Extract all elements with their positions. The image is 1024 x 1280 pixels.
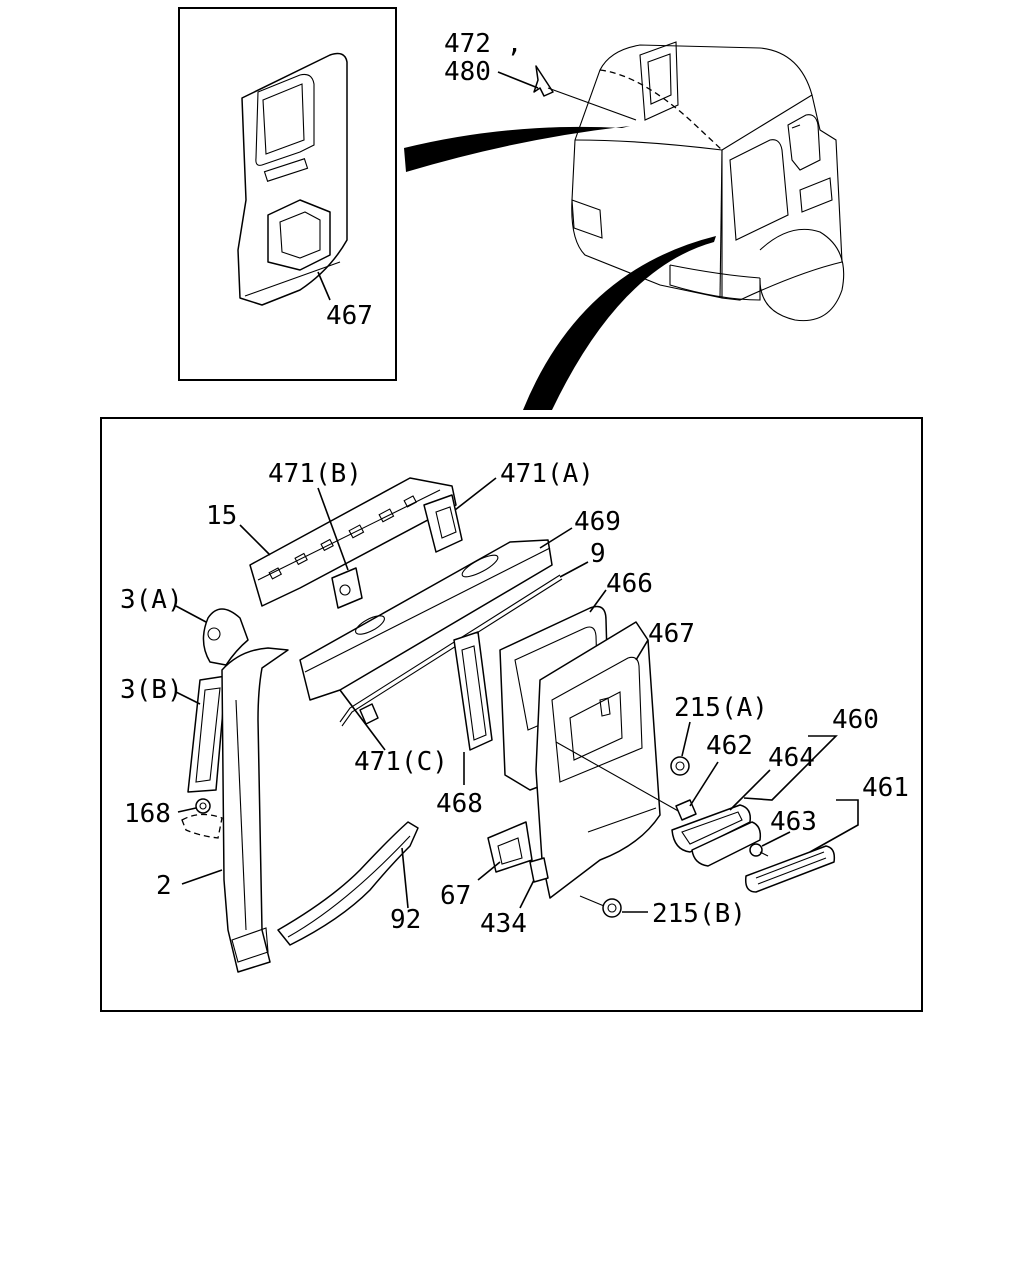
- leader-9: [559, 561, 589, 578]
- part-3a-gusset: [202, 608, 249, 666]
- leader-3b: [175, 691, 201, 705]
- part-471a-bracket: [423, 494, 463, 553]
- part-464-gasket: [671, 804, 762, 867]
- inset-frame: [178, 7, 397, 381]
- label-168: 168: [124, 799, 171, 829]
- leader-466: [589, 589, 607, 613]
- label-467-inset: 467: [326, 301, 373, 331]
- bracket-461: [809, 799, 859, 853]
- leader-3a: [175, 605, 207, 623]
- label-469: 469: [574, 507, 621, 537]
- label-460: 460: [832, 705, 879, 735]
- leader-92: [401, 847, 409, 909]
- label-9: 9: [590, 539, 606, 569]
- leader-467-inset: [317, 271, 331, 301]
- part-463-screw: [749, 843, 769, 857]
- label-463: 463: [770, 807, 817, 837]
- leader-434: [519, 879, 535, 909]
- leader-215b-part: [579, 895, 605, 907]
- leader-471b: [317, 487, 349, 571]
- label-67: 67: [440, 881, 471, 911]
- leader-472-to-cab: [547, 87, 637, 121]
- leader-471c: [339, 689, 386, 751]
- part-462-clip: [675, 799, 697, 821]
- label-215b: 215(B): [652, 899, 746, 929]
- truck-cab-illustration: [571, 41, 845, 322]
- label-3a: 3(A): [120, 585, 183, 615]
- label-462: 462: [706, 731, 753, 761]
- leader-67: [477, 861, 501, 881]
- part-471c-clip: [359, 703, 379, 725]
- part-9-weatherstrip: [339, 574, 563, 727]
- part-468-member: [453, 631, 493, 751]
- part-168-outline: [181, 813, 223, 839]
- leader-480: [497, 71, 539, 89]
- part-3b-reinforcement: [187, 675, 227, 793]
- leader-463: [761, 831, 791, 847]
- leader-215a: [681, 721, 691, 757]
- part-215b-nut: [602, 898, 622, 918]
- label-2: 2: [156, 871, 172, 901]
- callout-arrow-upper: [404, 126, 630, 172]
- leader-2: [181, 869, 223, 885]
- label-215a: 215(A): [674, 693, 768, 723]
- label-471b: 471(B): [268, 459, 362, 489]
- label-3b: 3(B): [120, 675, 183, 705]
- main-frame: [100, 417, 923, 1012]
- part-461-vent-cover: [744, 845, 836, 893]
- part-215a-nut: [670, 756, 690, 776]
- label-434: 434: [480, 909, 527, 939]
- callout-arrow-lower: [523, 236, 716, 410]
- leader-467: [635, 639, 649, 661]
- part-168-grommet: [195, 798, 211, 814]
- part-2-pillar: [221, 647, 289, 973]
- leader-469: [539, 527, 573, 549]
- clip-472-480: [533, 65, 554, 97]
- label-471c: 471(C): [354, 747, 448, 777]
- part-471b-bracket: [331, 567, 363, 609]
- label-464: 464: [768, 743, 815, 773]
- label-472: 472 ,: [444, 29, 522, 59]
- leader-471a: [454, 477, 497, 511]
- label-467: 467: [648, 619, 695, 649]
- label-466: 466: [606, 569, 653, 599]
- part-15-roof-rail: [249, 477, 457, 607]
- label-471a: 471(A): [500, 459, 594, 489]
- bracket-460: [743, 735, 838, 801]
- leader-168: [177, 807, 197, 813]
- part-67-bracket: [487, 821, 533, 873]
- leader-15: [239, 524, 271, 556]
- leader-464: [729, 769, 771, 811]
- part-434-clip: [529, 857, 549, 883]
- label-468: 468: [436, 789, 483, 819]
- part-92-sill: [277, 821, 419, 946]
- label-15: 15: [206, 501, 237, 531]
- inset-panel-467: [237, 52, 348, 306]
- label-461: 461: [862, 773, 909, 803]
- label-92: 92: [390, 905, 421, 935]
- leader-462: [689, 761, 719, 807]
- guide-line-hardware: [555, 741, 681, 813]
- label-480: 480: [444, 57, 491, 87]
- part-469-cross-rail: [299, 539, 553, 701]
